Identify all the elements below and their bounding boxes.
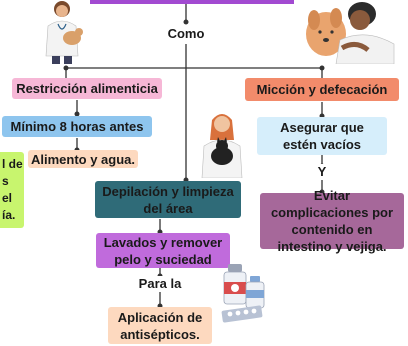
- ensure-empty-box: Asegurar que estén vacíos: [257, 117, 387, 155]
- cut-off-line-4: ía.: [2, 208, 16, 222]
- dog-hug-illustration: [306, 2, 395, 64]
- washing-box: Lavados y remover pelo y suciedad: [96, 233, 230, 268]
- vet-with-dog-illustration: [45, 1, 83, 64]
- application-box: Aplicación de antisépticos.: [108, 307, 212, 344]
- medicine-bottles-illustration: [221, 264, 265, 323]
- food-water-box: Alimento y agua.: [28, 150, 138, 168]
- connector-y: Y: [314, 164, 330, 180]
- avoid-complications-box: Evitar complicaciones por contenido en i…: [260, 188, 404, 254]
- cut-off-line-1: l de: [2, 157, 23, 171]
- connector-para-la: Para la: [126, 276, 194, 292]
- restriction-box: Restricción alimenticia: [12, 78, 162, 99]
- cut-off-line-2: s: [2, 174, 9, 188]
- cut-off-line-3: el: [2, 191, 13, 205]
- cut-off-left-box: l de s el ía.: [0, 152, 24, 228]
- minimum-hours-box: Mínimo 8 horas antes: [2, 116, 152, 137]
- depilation-box: Depilación y limpieza del área: [95, 181, 241, 218]
- top-title-bar: [90, 0, 294, 4]
- urination-box: Micción y defecación: [245, 78, 399, 101]
- connector-como: Como: [160, 26, 212, 42]
- woman-holding-cat-illustration: [201, 114, 243, 178]
